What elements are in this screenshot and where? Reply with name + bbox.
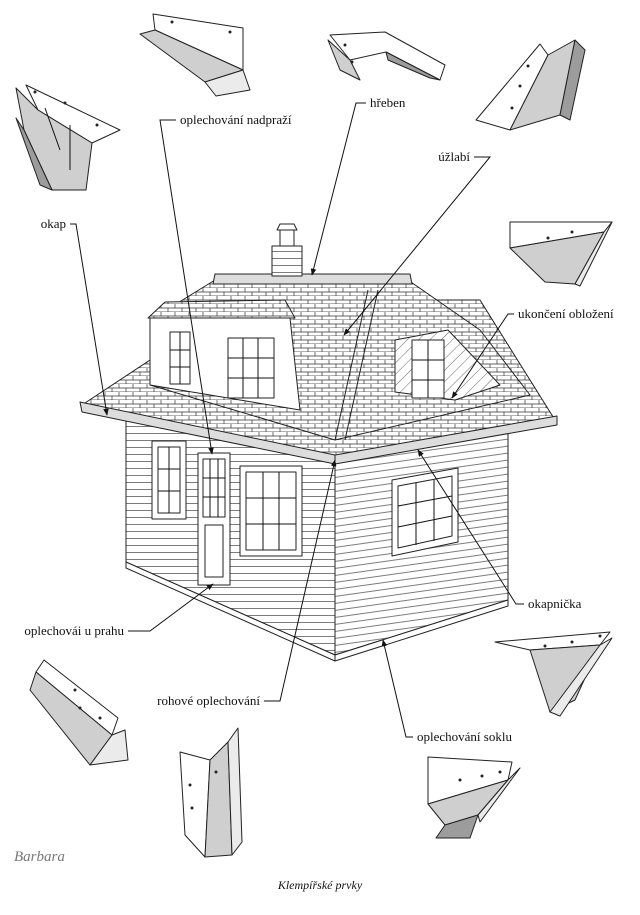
flashing-right-upper xyxy=(509,221,613,287)
label-hreben: hřeben xyxy=(370,95,406,110)
leader-u-prahu xyxy=(128,583,214,632)
labels: oplechování nadpraží hřeben úžlabí okap … xyxy=(24,95,614,744)
window-left xyxy=(151,440,187,520)
leader-oplechovani-nadprazi xyxy=(159,119,214,455)
door xyxy=(197,452,231,586)
flashing-bottom-far-right xyxy=(427,756,521,839)
flashing-top-left xyxy=(15,84,121,191)
leader-soklu xyxy=(381,639,413,738)
flashing-top-center-left xyxy=(139,13,251,97)
window-right xyxy=(391,467,459,557)
label-rohove-oplechovani: rohové oplechování xyxy=(157,693,260,708)
window-front xyxy=(239,465,303,557)
flashing-bottom-center xyxy=(179,727,243,858)
house-illustration xyxy=(79,223,558,662)
author-signature: Barbara xyxy=(14,849,65,865)
leader-lines xyxy=(70,102,524,738)
label-okapnicka: okapnička xyxy=(528,596,582,611)
leader-uzlabi xyxy=(343,156,492,336)
leader-hreben xyxy=(310,102,366,276)
leader-okap xyxy=(70,223,109,416)
leader-okapnicka xyxy=(417,449,524,605)
label-okap: okap xyxy=(41,216,66,231)
leader-rohove xyxy=(264,459,337,702)
label-oplechovani-soklu: oplechování soklu xyxy=(417,729,512,744)
chimney xyxy=(271,223,303,277)
label-oplechovani-nadprazi: oplechování nadpraží xyxy=(180,112,292,127)
label-oplechovani-u-prahu: oplechovái u prahu xyxy=(24,623,124,638)
flashing-top-right xyxy=(475,39,586,131)
flashing-bottom-left xyxy=(29,659,129,766)
figure-caption: Klempířské prvky xyxy=(277,878,363,892)
flashing-bottom-right xyxy=(494,631,613,717)
label-ukonceni-oblozeni: ukončení obložení xyxy=(518,306,614,321)
leader-ukonceni xyxy=(451,313,514,399)
label-uzlabi: úžlabí xyxy=(438,149,470,164)
flashing-top-center xyxy=(327,31,446,81)
